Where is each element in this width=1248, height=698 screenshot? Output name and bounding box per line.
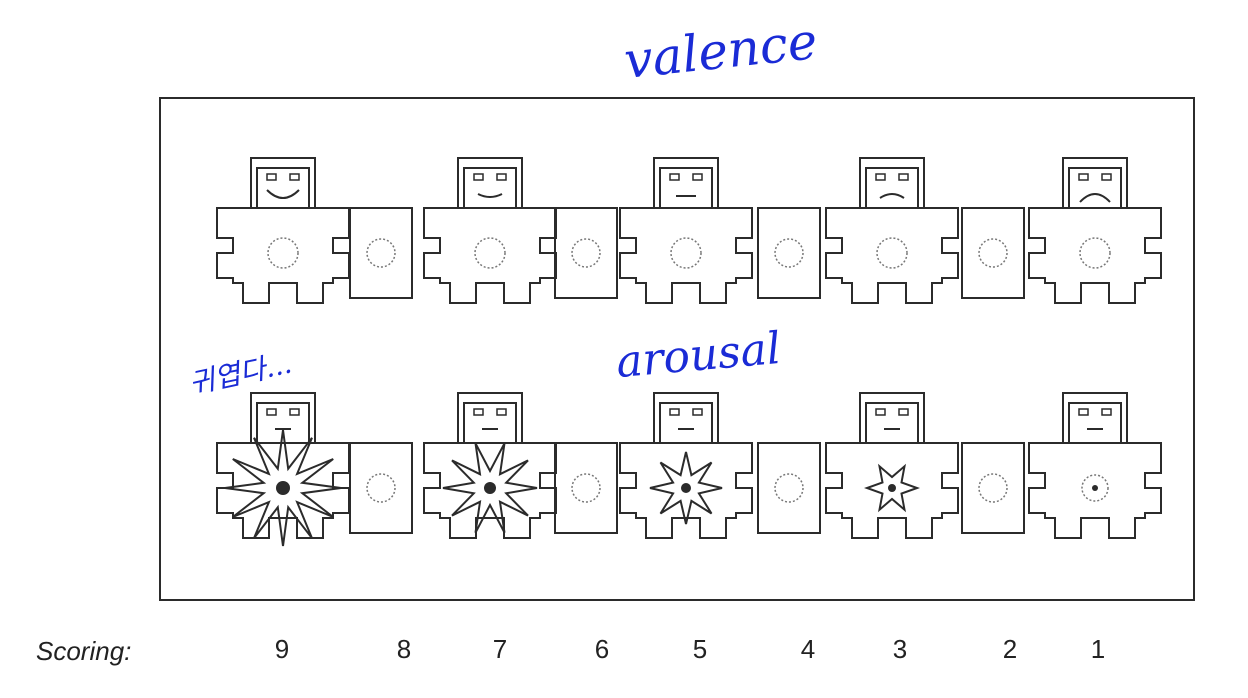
valence-panel-1 xyxy=(349,207,413,299)
scoring-label: Scoring: xyxy=(36,636,132,666)
arousal-row xyxy=(216,392,1162,547)
mouth-mark xyxy=(477,193,503,198)
chest-core xyxy=(888,484,896,492)
arousal-panel-3 xyxy=(757,442,821,534)
explosion-mark xyxy=(864,463,920,513)
valence-manikin-3 xyxy=(825,157,959,304)
arousal-manikin-5 xyxy=(619,392,753,539)
arousal-panel-4 xyxy=(961,442,1025,534)
valence-manikin-5 xyxy=(619,157,753,304)
explosion-mark xyxy=(442,442,538,534)
chest-core xyxy=(484,482,496,494)
valence-manikin-9 xyxy=(216,157,350,304)
chest-dot xyxy=(267,237,299,269)
valence-panel-2 xyxy=(554,207,618,299)
mouth-mark xyxy=(266,189,300,199)
score-3: 3 xyxy=(892,634,908,664)
chest-core xyxy=(1092,485,1098,491)
chest-core xyxy=(276,481,290,495)
arousal-manikin-3 xyxy=(825,392,959,539)
score-5: 5 xyxy=(692,634,708,664)
explosion-mark xyxy=(224,429,342,547)
arousal-panel-1 xyxy=(349,442,413,534)
arousal-panel-2 xyxy=(554,442,618,534)
score-4: 4 xyxy=(800,634,816,664)
mouth-mark xyxy=(1079,193,1111,203)
arousal-manikin-9 xyxy=(216,392,350,547)
valence-manikin-7 xyxy=(423,157,557,304)
chest-dot xyxy=(1079,237,1111,269)
score-1: 1 xyxy=(1090,634,1106,664)
chest-dot xyxy=(876,237,908,269)
score-8: 8 xyxy=(396,634,412,664)
valence-row xyxy=(216,157,1162,304)
chest-core xyxy=(681,483,691,493)
figure-frame xyxy=(159,97,1195,601)
score-2: 2 xyxy=(1002,634,1018,664)
chest-dot xyxy=(670,237,702,269)
score-6: 6 xyxy=(594,634,610,664)
valence-panel-4 xyxy=(961,207,1025,299)
valence-panel-3 xyxy=(757,207,821,299)
score-7: 7 xyxy=(492,634,508,664)
chest-dot xyxy=(1081,474,1109,502)
chest-dot xyxy=(474,237,506,269)
arousal-manikin-7 xyxy=(423,392,557,539)
valence-manikin-1 xyxy=(1028,157,1162,304)
arousal-manikin-1 xyxy=(1028,392,1162,539)
mouth-mark xyxy=(879,193,905,199)
score-9: 9 xyxy=(274,634,290,664)
explosion-mark xyxy=(649,451,723,525)
